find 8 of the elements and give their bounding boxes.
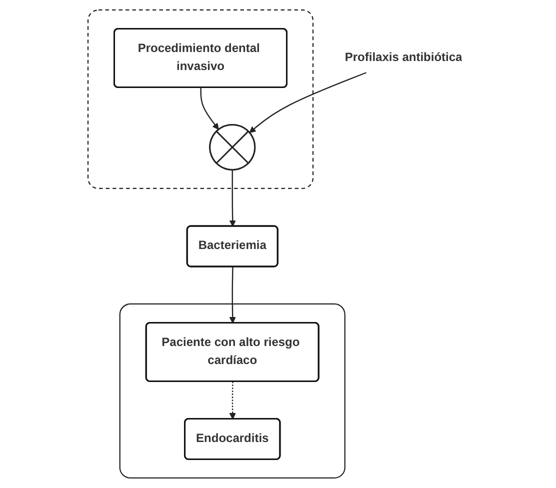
- arrow: [229, 170, 236, 227]
- arrow: [249, 72, 367, 133]
- cluster: [119, 303, 346, 479]
- arrow: [200, 88, 219, 130]
- node-text: Profilaxis antibiótica: [344, 51, 462, 64]
- arrow: [229, 382, 236, 420]
- cluster: [88, 9, 314, 190]
- arrow: [229, 266, 236, 324]
